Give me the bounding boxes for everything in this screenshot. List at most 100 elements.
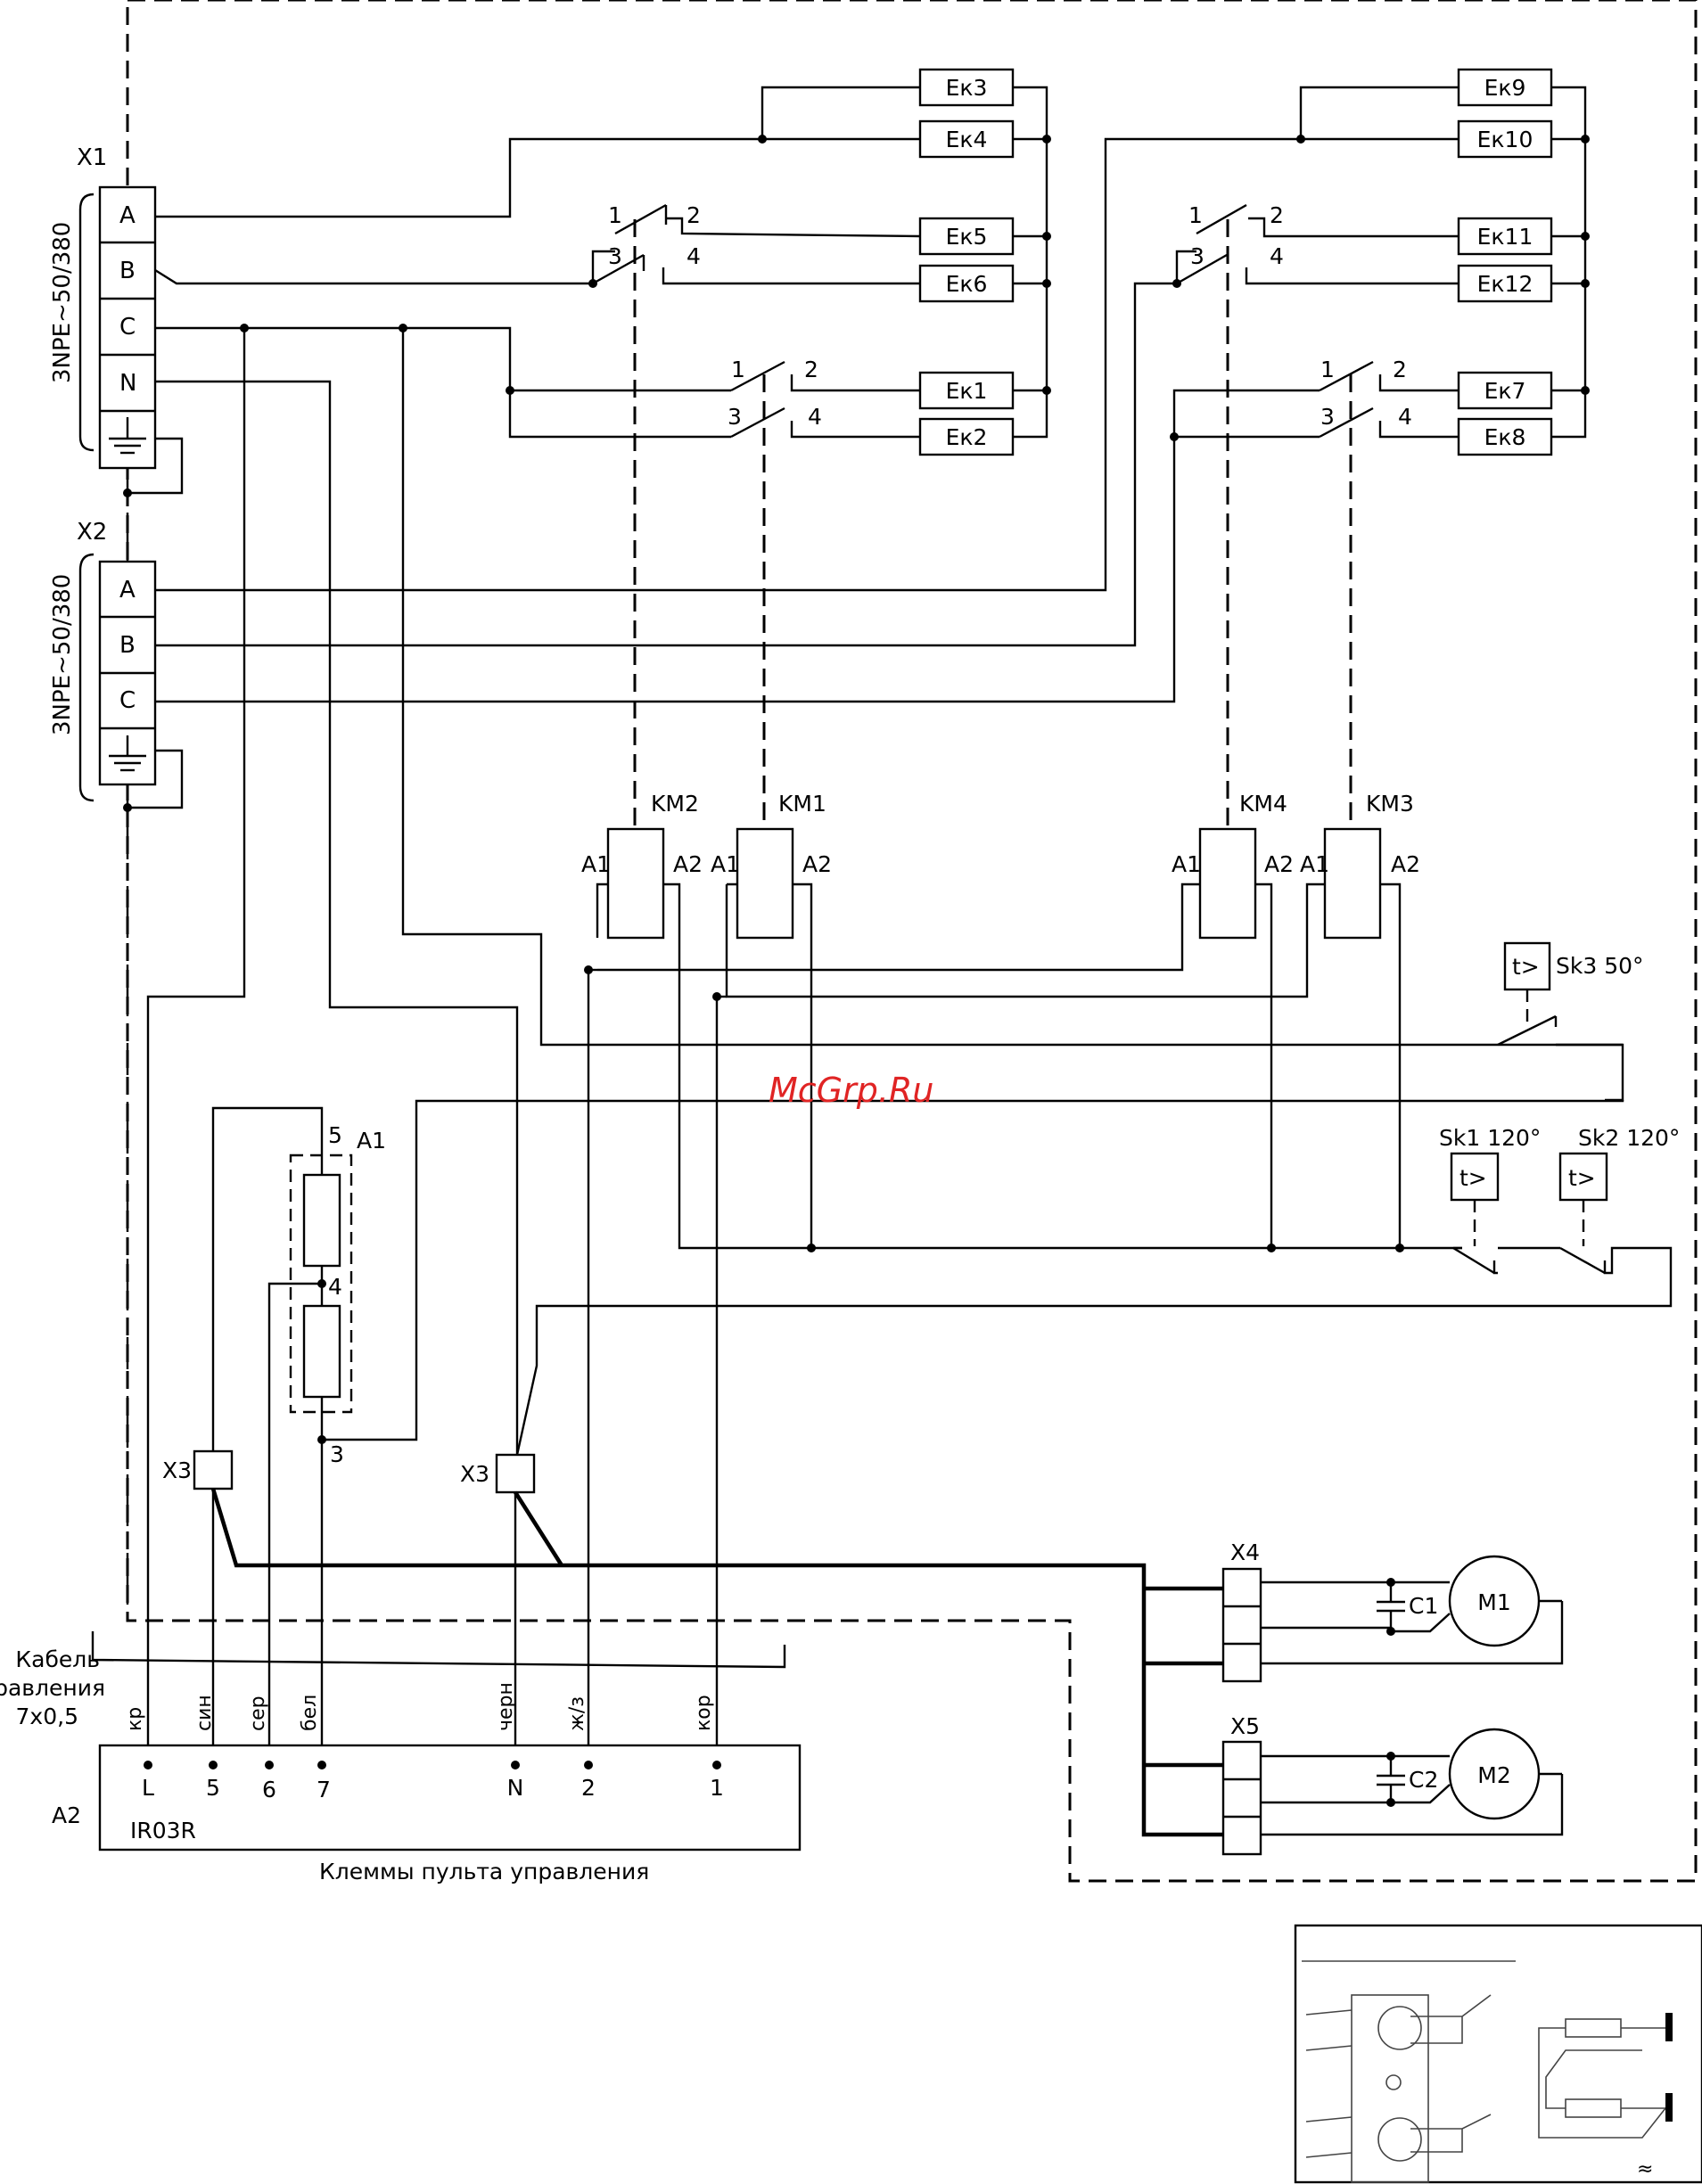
svg-text:4: 4: [687, 243, 701, 269]
wire-chern: черн: [495, 1682, 517, 1731]
km2-contacts: 1 2 3 4: [592, 202, 921, 829]
m1-label: M1: [1477, 1589, 1510, 1615]
cable-label-line1: Кабель: [15, 1646, 100, 1672]
wire-ser: сер: [247, 1695, 269, 1731]
x5-label: X5: [1230, 1713, 1260, 1739]
x2-terminal-c: C: [119, 687, 136, 714]
x3-left-label: X3: [162, 1457, 192, 1483]
km3-label: KM3: [1366, 791, 1414, 817]
svg-text:2: 2: [1270, 202, 1284, 228]
x2-terminal-b: B: [119, 632, 136, 659]
svg-text:t>: t>: [1459, 1165, 1487, 1191]
x3-right-label: X3: [460, 1461, 489, 1487]
connector-x5: X5: [1221, 1713, 1564, 1856]
km1-contacts: 1 2 3 4: [728, 357, 920, 829]
cable-label-line2: управления: [0, 1675, 105, 1701]
x1-terminal-n: N: [119, 370, 136, 397]
wire-bel: бел: [299, 1695, 321, 1731]
heater-ek8: Eк8: [1484, 424, 1526, 450]
x1-supply-wiring: [146, 86, 1624, 1763]
x1-terminal-c: C: [119, 314, 136, 341]
heater-ek3: Eк3: [946, 75, 988, 101]
svg-text:3: 3: [728, 404, 742, 430]
svg-text:A1: A1: [581, 851, 611, 877]
km4-label: KM4: [1239, 791, 1287, 817]
wire-sin: син: [193, 1695, 216, 1731]
heater-ek10: Eк10: [1477, 127, 1533, 152]
x2-ground-icon: [109, 735, 146, 772]
x1-terminal-a: A: [119, 202, 136, 229]
c2-label: C2: [1409, 1767, 1438, 1793]
km3-contacts: 1 2 3 4: [1319, 357, 1459, 829]
contactor-coil-km4: KM4 A1 A2: [1172, 791, 1294, 940]
x2-terminal-a: A: [119, 577, 136, 603]
x1-brace: [78, 193, 95, 452]
panel-model: IR03R: [130, 1818, 196, 1843]
sk2-label: Sk2 120°: [1578, 1125, 1680, 1151]
sk1-label: Sk1 120°: [1439, 1125, 1541, 1151]
sk3-label: Sk3 50°: [1556, 953, 1644, 979]
x2-label: X2: [77, 519, 107, 546]
svg-text:3: 3: [330, 1441, 344, 1467]
inset-detail: ≈: [1294, 1924, 1702, 2184]
sk3-symbol: t>: [1512, 954, 1540, 980]
wire-kr: кр: [124, 1707, 146, 1731]
panel-caption: Клеммы пульта управления: [319, 1859, 649, 1884]
inset-symbol: ≈: [1637, 2158, 1653, 2180]
panel-terminal-n: N: [507, 1775, 524, 1801]
terminal-block-x2: X2 3NPE~50/380 A B C: [49, 519, 184, 812]
x1-supply-label: 3NPE~50/380: [49, 222, 76, 383]
connector-x3-left: X3: [162, 1449, 234, 1763]
svg-text:1: 1: [1320, 357, 1335, 382]
x4-label: X4: [1230, 1539, 1260, 1565]
heater-ek6: Eк6: [946, 271, 988, 297]
svg-text:5: 5: [328, 1122, 342, 1148]
svg-text:A1: A1: [1172, 851, 1201, 877]
svg-text:1: 1: [608, 202, 622, 228]
svg-text:4: 4: [1398, 404, 1412, 430]
heater-ek5: Eк5: [946, 224, 988, 250]
panel-terminal-l: L: [142, 1775, 154, 1801]
panel-terminal-6: 6: [262, 1777, 276, 1802]
c1-label: C1: [1409, 1593, 1438, 1619]
cable-label-line3: 7х0,5: [16, 1704, 78, 1729]
x2-supply-label: 3NPE~50/380: [49, 574, 76, 735]
terminal-block-x1: X1 3NPE~50/380 A B C N: [49, 144, 184, 497]
contactor-coil-km3: KM3 A1 A2: [1300, 791, 1420, 940]
km2-label: KM2: [651, 791, 699, 817]
heater-bank-left: Eк3 Eк4 Eк5 Eк6 Eк1 Eк2: [918, 68, 1051, 456]
heater-ek2: Eк2: [946, 424, 988, 450]
x1-terminal-b: B: [119, 258, 136, 284]
svg-text:A2: A2: [1264, 851, 1294, 877]
svg-text:A1: A1: [1300, 851, 1329, 877]
heater-ek12: Eк12: [1477, 271, 1533, 297]
svg-text:A2: A2: [802, 851, 832, 877]
svg-text:4: 4: [1270, 243, 1284, 269]
x2-supply-wiring: [155, 86, 1459, 703]
svg-text:A2: A2: [673, 851, 703, 877]
heater-bank-right: Eк9 Eк10 Eк11 Eк12 Eк7 Eк8: [1457, 68, 1590, 456]
panel-terminal-2: 2: [581, 1775, 596, 1801]
panel-terminal-5: 5: [206, 1775, 220, 1801]
heater-ek4: Eк4: [946, 127, 988, 152]
heater-ek9: Eк9: [1484, 75, 1526, 101]
panel-terminal-1: 1: [710, 1775, 724, 1801]
svg-text:A1: A1: [711, 851, 740, 877]
motor-m1: M1: [1448, 1555, 1562, 1647]
a2-label: A2: [52, 1802, 81, 1828]
svg-text:3: 3: [1190, 243, 1205, 269]
thermostat-sk3: t> Sk3 50°: [1497, 941, 1644, 1047]
svg-text:3: 3: [608, 243, 622, 269]
km4-contacts: 1 2 3 4: [1176, 202, 1459, 829]
svg-text:2: 2: [1393, 357, 1407, 382]
svg-text:4: 4: [328, 1274, 342, 1300]
svg-text:t>: t>: [1568, 1165, 1596, 1191]
contactor-coil-km2: KM2 A1 A2: [581, 791, 703, 940]
motor-cable: [210, 1488, 1223, 1837]
panel-terminal-7: 7: [317, 1777, 331, 1802]
m2-label: M2: [1477, 1762, 1510, 1788]
thermostat-sk2: Sk2 120° t>: [515, 1125, 1680, 1456]
x1-label: X1: [77, 144, 107, 171]
svg-text:1: 1: [1188, 202, 1203, 228]
heater-ek1: Eк1: [946, 378, 988, 404]
